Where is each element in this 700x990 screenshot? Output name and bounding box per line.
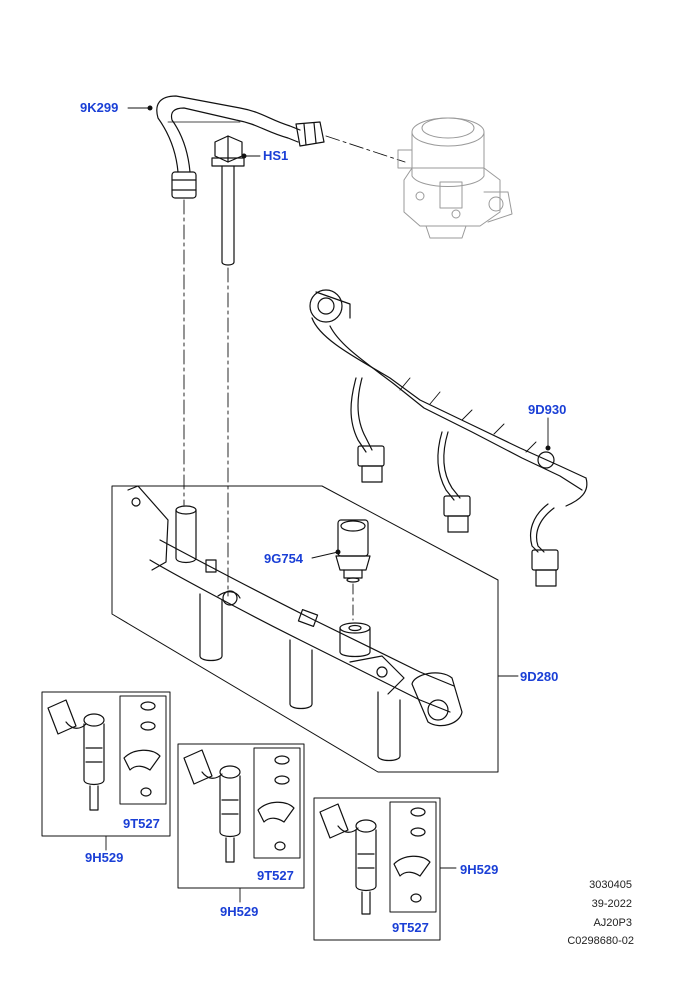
reference-line-3: AJ20P3 <box>593 917 632 929</box>
injector-icon <box>177 743 305 889</box>
callout-pressure-sensor: 9G754 <box>264 551 304 566</box>
injector-icon <box>313 797 441 941</box>
reference-line-1: 3030405 <box>589 879 632 891</box>
callout-seal-kit-3: 9T527 <box>392 920 429 935</box>
callout-injector-2: 9H529 <box>220 904 259 919</box>
wiring-harness-icon <box>309 289 588 587</box>
pressure-sensor-icon <box>335 519 371 583</box>
callout-seal-kit-1: 9T527 <box>123 816 160 831</box>
callout-injector-1: 9H529 <box>85 850 124 865</box>
high-pressure-pump-icon <box>397 117 513 239</box>
callout-fuel-rail: 9D280 <box>520 669 559 684</box>
callout-seal-kit-2: 9T527 <box>257 868 294 883</box>
fuel-pipe-icon <box>156 95 325 199</box>
callout-bolt: HS1 <box>263 148 289 163</box>
bolt-icon <box>211 135 245 266</box>
o-ring-icon <box>410 807 426 837</box>
callout-injector-3: 9H529 <box>460 862 499 877</box>
callout-wiring-harness: 9D930 <box>528 402 567 417</box>
injector-icon <box>41 691 171 837</box>
o-ring-icon <box>140 701 156 731</box>
o-ring-icon <box>274 755 290 785</box>
callout-fuel-pipe: 9K299 <box>80 100 119 115</box>
clip-icon <box>257 801 295 851</box>
reference-line-2: 39-2022 <box>591 898 632 910</box>
fuel-rail-icon <box>127 485 463 762</box>
clip-icon <box>123 749 161 797</box>
reference-line-4: C0298680-02 <box>567 935 634 947</box>
clip-icon <box>393 855 431 903</box>
